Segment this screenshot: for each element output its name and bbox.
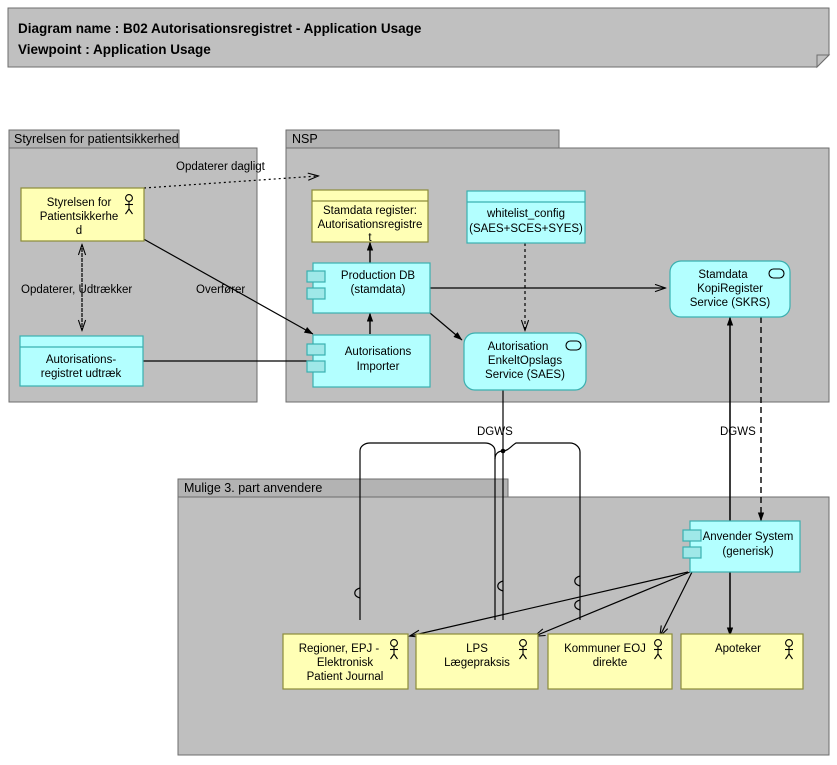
edge-label-dgws-right: DGWS xyxy=(720,426,756,438)
node-skrs-service[interactable]: Stamdata KopiRegister Service (SKRS) xyxy=(669,260,791,318)
node-stamdata-register[interactable]: Stamdata register: Autorisationsregistre… xyxy=(311,189,429,244)
node-label-line2: Autorisationsregistre xyxy=(318,219,423,231)
node-label-line1: Stamdata register: xyxy=(323,205,417,217)
node-label-line1: Regioner, EPJ - xyxy=(299,643,380,655)
node-label-line1: whitelist_config xyxy=(486,208,565,220)
node-label-line2: registret udtræk xyxy=(41,368,122,380)
node-label-line3: Service (SKRS) xyxy=(690,297,771,309)
diagram-name-text: Diagram name : B02 Autorisationsregistre… xyxy=(18,21,422,36)
node-label-line1: LPS xyxy=(466,643,488,655)
viewpoint-text: Viewpoint : Application Usage xyxy=(18,42,211,57)
node-label-line2: KopiRegister xyxy=(697,283,763,295)
node-label-line2: (generisk) xyxy=(722,546,773,558)
node-autorisationsregistret-udtraek[interactable]: Autorisations- registret udtræk xyxy=(19,335,144,387)
component-icon xyxy=(306,270,326,300)
node-label-line2: Patientsikkerhe xyxy=(40,211,119,223)
component-icon xyxy=(682,529,702,559)
actor-icon xyxy=(125,194,133,215)
edge-label-opdaterer-dagligt: Opdaterer dagligt xyxy=(176,161,266,173)
node-label-line2: Importer xyxy=(357,361,400,373)
node-label-line1: Autorisation xyxy=(488,341,549,353)
connector-proddb-to-saes xyxy=(429,312,463,341)
edge-label-dgws-left: DGWS xyxy=(477,426,513,438)
edge-label-overfoerer: Overfører xyxy=(196,284,245,296)
node-label-line2: (SAES+SCES+SYES) xyxy=(469,223,583,235)
node-label-line1: Autorisations xyxy=(345,346,412,358)
component-icon xyxy=(306,343,326,373)
line-jumps xyxy=(354,575,581,611)
node-saes-service[interactable]: Autorisation EnkeltOpslags Service (SAES… xyxy=(463,332,587,391)
node-kommuner-eoj[interactable]: Kommuner EOJ direkte xyxy=(547,633,673,690)
node-label-line2: Elektronisk xyxy=(317,657,373,669)
node-label-line2: (stamdata) xyxy=(351,284,406,296)
node-autorisations-importer[interactable]: Autorisations Importer xyxy=(306,334,431,388)
node-label-line1: Styrelsen for xyxy=(47,197,112,209)
node-label-line1: Apoteker xyxy=(715,643,761,655)
node-label-line1: Autorisations- xyxy=(46,354,116,366)
node-label-line1: Kommuner EOJ xyxy=(564,643,646,655)
node-lps-laegepraksis[interactable]: LPS Lægepraksis xyxy=(415,633,539,690)
group-label-nsp: NSP xyxy=(292,132,318,146)
service-icon xyxy=(565,340,582,351)
node-label-line2: EnkeltOpslags xyxy=(488,355,562,367)
node-styrelsen-for-patientsikkerhed[interactable]: Styrelsen for Patientsikkerhe d xyxy=(20,187,145,242)
connector-dgws-left: DGWS xyxy=(359,390,581,620)
connector-opdaterer-udtraekker: Opdaterer, Udtrækker xyxy=(21,245,132,330)
actor-icon xyxy=(390,639,398,660)
node-label-line3: Service (SAES) xyxy=(485,369,565,381)
node-label-line3: t xyxy=(368,232,372,244)
node-whitelist-config[interactable]: whitelist_config (SAES+SCES+SYES) xyxy=(466,190,586,244)
actor-icon xyxy=(654,639,662,660)
node-label-line1: Anvender System xyxy=(703,531,794,543)
node-anvender-system[interactable]: Anvender System (generisk) xyxy=(682,520,801,573)
node-label-line1: Stamdata xyxy=(698,269,748,281)
actor-icon xyxy=(519,639,527,660)
node-label-line2: direkte xyxy=(593,657,628,669)
node-regioner-epj[interactable]: Regioner, EPJ - Elektronisk Patient Jour… xyxy=(282,633,409,690)
service-icon xyxy=(768,268,785,279)
node-production-db[interactable]: Production DB (stamdata) xyxy=(306,262,431,314)
node-label-line3: Patient Journal xyxy=(307,671,384,683)
connector-anvender-to-regioner xyxy=(410,571,689,636)
node-label-line3: d xyxy=(76,225,82,237)
node-label-line1: Production DB xyxy=(341,270,415,282)
connector-dgws-right: DGWS xyxy=(720,316,765,637)
actor-icon xyxy=(785,639,793,660)
node-apoteker[interactable]: Apoteker xyxy=(680,633,804,690)
group-label-styrelsen: Styrelsen for patientsikkerhed xyxy=(14,132,179,146)
edge-label-opdaterer-udtraekker: Opdaterer, Udtrækker xyxy=(21,284,132,296)
title-banner: Diagram name : B02 Autorisationsregistre… xyxy=(7,7,831,69)
connector-anvender-to-kommuner xyxy=(660,571,693,636)
connector-opdaterer-dagligt: Opdaterer dagligt xyxy=(143,161,318,189)
connector-overfoerer: Overfører xyxy=(139,236,314,335)
connector-anvender-to-lps xyxy=(535,571,691,636)
group-label-3part: Mulige 3. part anvendere xyxy=(184,481,322,495)
node-label-line2: Lægepraksis xyxy=(444,657,510,669)
